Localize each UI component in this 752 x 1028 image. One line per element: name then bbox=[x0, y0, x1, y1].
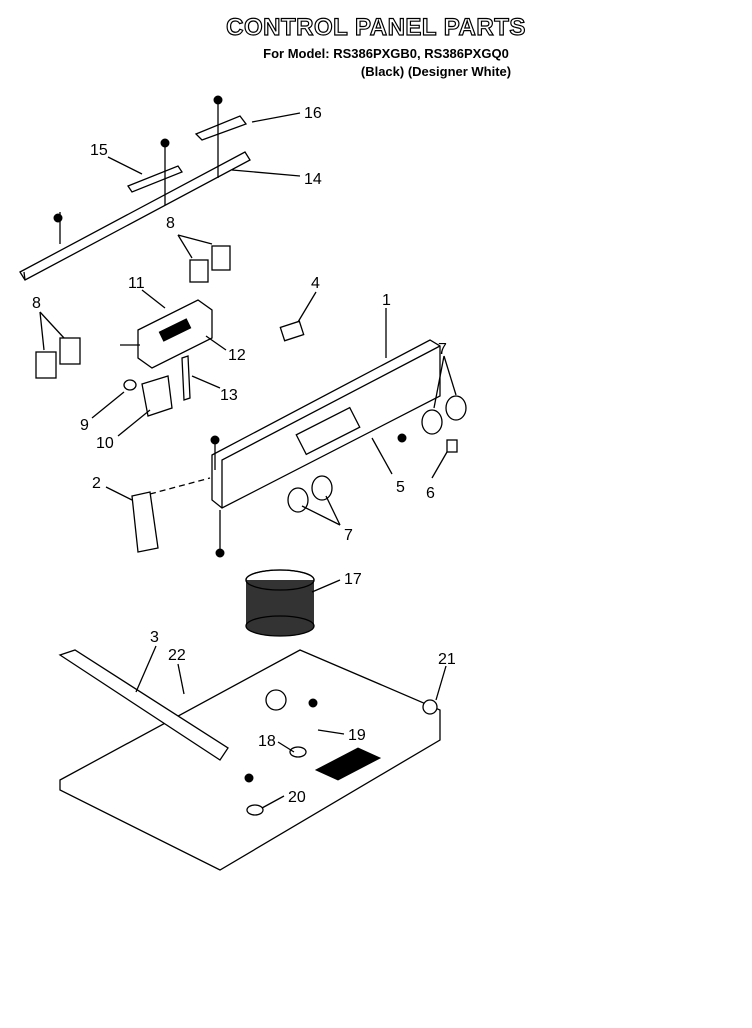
part-14-bracket bbox=[19, 151, 251, 281]
callout-1: 1 bbox=[382, 292, 391, 309]
part-22-base bbox=[58, 649, 441, 871]
callout-7-lower: 7 bbox=[344, 527, 353, 544]
callout-11: 11 bbox=[128, 275, 145, 292]
part-18 bbox=[289, 746, 307, 758]
callout-17: 17 bbox=[344, 571, 362, 588]
callout-18: 18 bbox=[258, 733, 276, 750]
part-20 bbox=[246, 804, 264, 816]
callout-2: 2 bbox=[92, 475, 101, 492]
callout-15: 15 bbox=[90, 142, 108, 159]
part-2-endcap bbox=[131, 491, 159, 553]
part-11-clock bbox=[120, 299, 213, 369]
page-title: CONTROL PANEL PARTS bbox=[226, 13, 526, 41]
part-17-filter bbox=[245, 569, 315, 637]
part-8-clips-left bbox=[35, 337, 81, 379]
callout-7-upper: 7 bbox=[438, 341, 447, 358]
part-7-knobs-lower bbox=[287, 475, 333, 513]
part-9-washer bbox=[123, 379, 137, 391]
part-20-screw bbox=[244, 773, 254, 783]
part-1-console bbox=[210, 339, 441, 558]
part-5-screw bbox=[397, 433, 407, 443]
leader-lines bbox=[39, 112, 457, 809]
callout-12: 12 bbox=[228, 347, 246, 364]
callout-10: 10 bbox=[96, 435, 114, 452]
callout-22: 22 bbox=[168, 647, 186, 664]
callout-8-upper: 8 bbox=[166, 215, 175, 232]
part-13-bar bbox=[181, 355, 191, 401]
callout-9: 9 bbox=[80, 417, 89, 434]
part-8-clips-upper bbox=[189, 245, 231, 283]
part-16-bracket bbox=[194, 95, 248, 178]
part-15-bracket bbox=[127, 138, 183, 205]
callout-21: 21 bbox=[438, 651, 456, 668]
callout-6: 6 bbox=[426, 485, 435, 502]
callout-4: 4 bbox=[311, 275, 320, 292]
callout-8-left: 8 bbox=[32, 295, 41, 312]
color-line: (Black) (Designer White) bbox=[360, 64, 512, 79]
part-10-cover bbox=[141, 375, 173, 417]
part-21 bbox=[422, 699, 438, 715]
part-19-screw bbox=[308, 698, 318, 708]
callout-14: 14 bbox=[304, 171, 322, 188]
callout-19: 19 bbox=[348, 727, 366, 744]
callout-5: 5 bbox=[396, 479, 405, 496]
model-line: For Model: RS386PXGB0, RS386PXGQ0 bbox=[263, 46, 509, 61]
part-7-knobs-upper bbox=[421, 395, 467, 435]
part-4 bbox=[279, 320, 305, 342]
callout-3: 3 bbox=[150, 629, 159, 646]
part-6 bbox=[446, 439, 458, 453]
callout-16: 16 bbox=[304, 105, 322, 122]
callout-13: 13 bbox=[220, 387, 238, 404]
callout-20: 20 bbox=[288, 789, 306, 806]
